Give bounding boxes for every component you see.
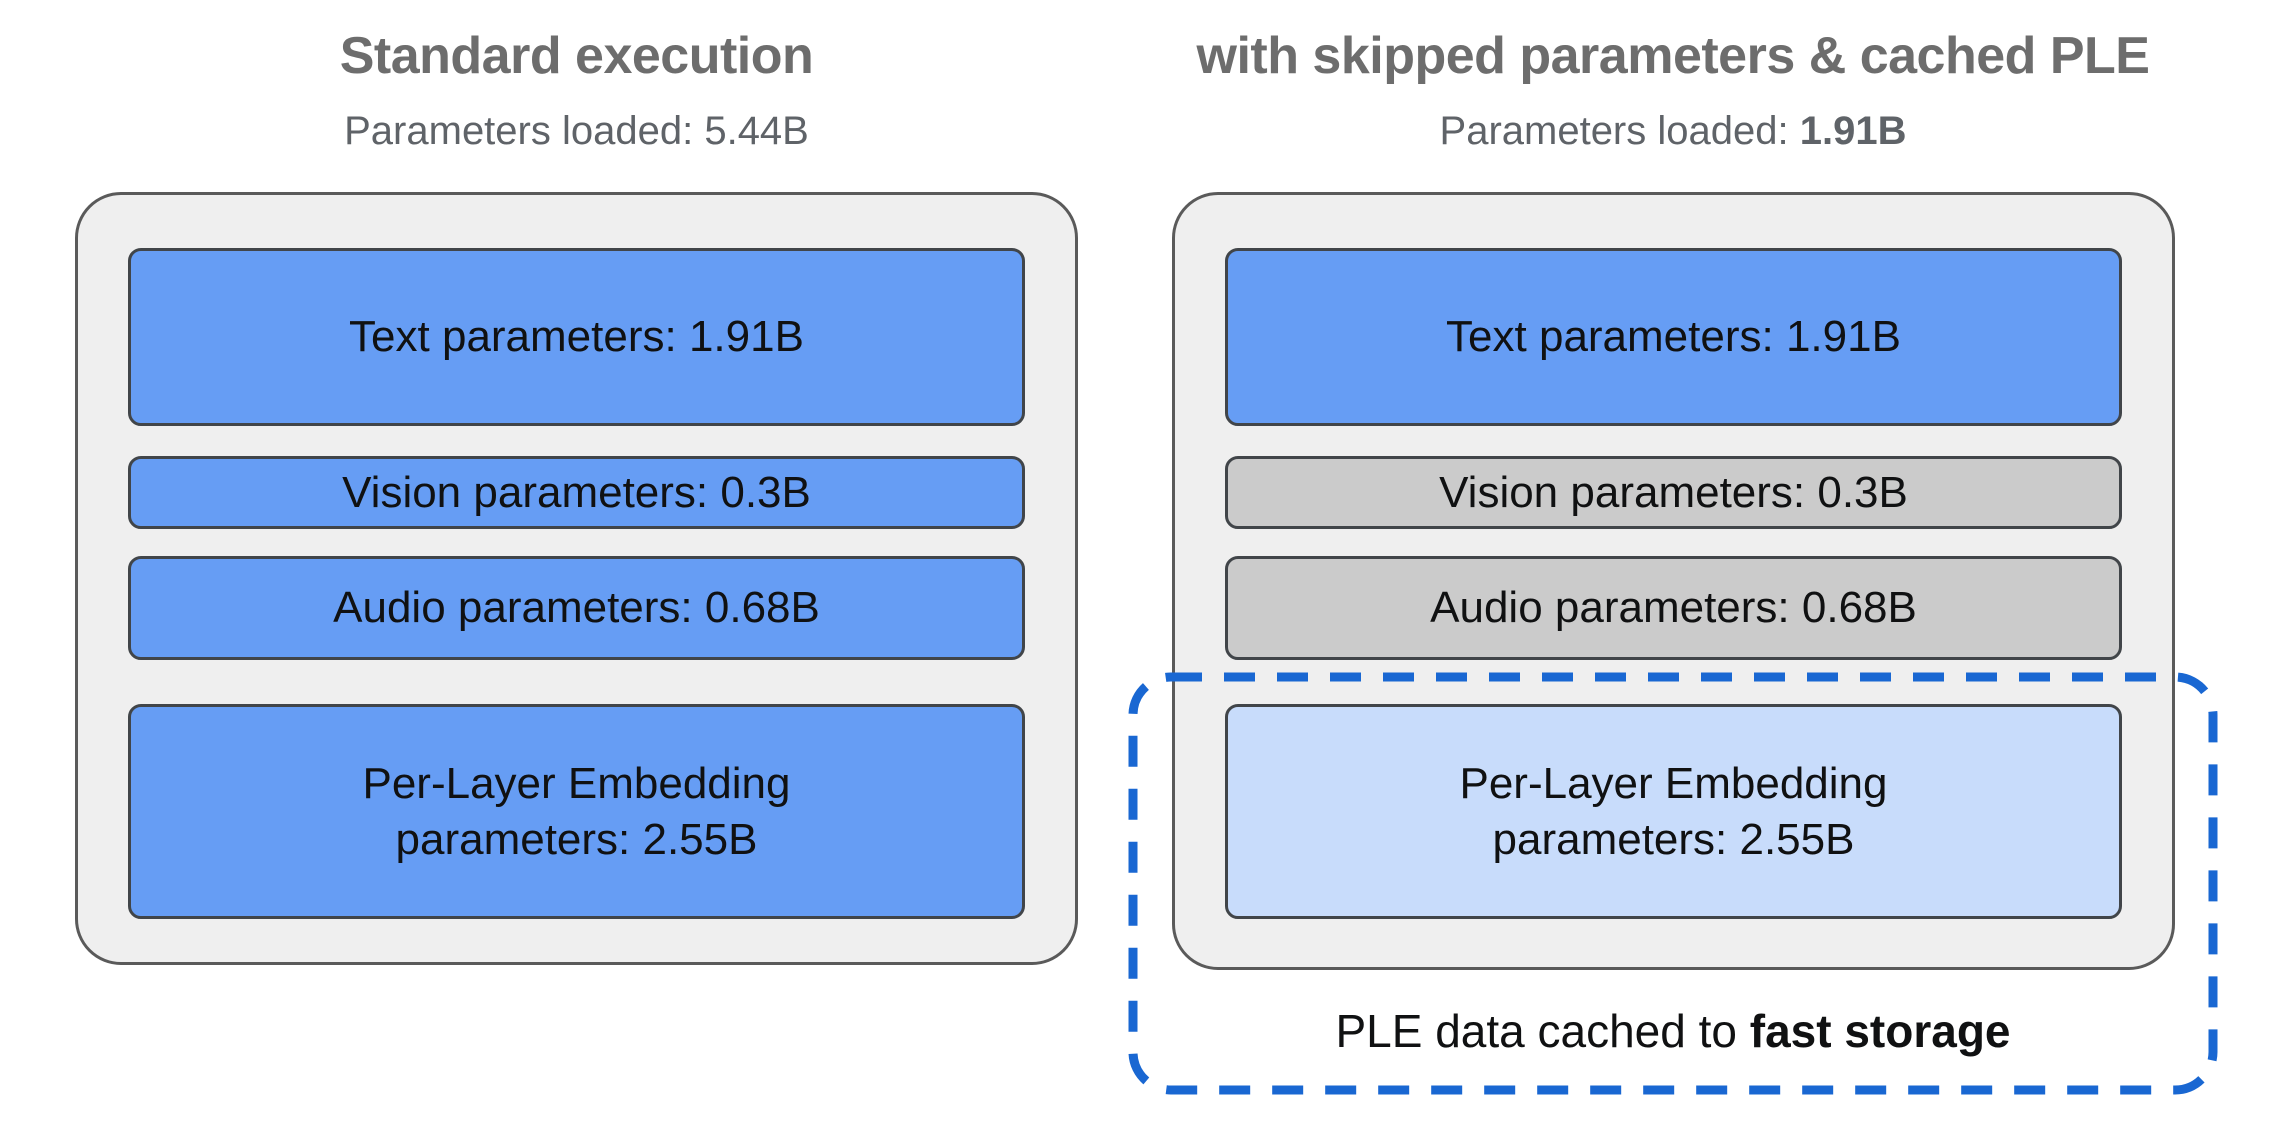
left-params-loaded-subtitle: Parameters loaded: 5.44B bbox=[75, 106, 1078, 156]
left-ple-label-line2: parameters: 2.55B bbox=[395, 814, 758, 864]
left-param-box-vision: Vision parameters: 0.3B bbox=[128, 456, 1025, 529]
left-param-box-audio-label: Audio parameters: 0.68B bbox=[333, 583, 820, 632]
right-subtitle-label: Parameters loaded: bbox=[1439, 109, 1800, 153]
left-param-box-text-label: Text parameters: 1.91B bbox=[349, 312, 804, 361]
ple-cache-note-prefix: PLE data cached to bbox=[1335, 1005, 1750, 1057]
right-param-box-vision-label: Vision parameters: 0.3B bbox=[1439, 467, 1908, 517]
ple-cache-note-bold: fast storage bbox=[1749, 1005, 2011, 1057]
right-ple-label-line1: Per-Layer Embedding bbox=[1459, 758, 1888, 808]
ple-cache-note: PLE data cached to fast storage bbox=[1133, 1002, 2213, 1060]
left-param-box-ple-label: Per-Layer Embedding parameters: 2.55B bbox=[362, 756, 790, 868]
left-subtitle-value: 5.44B bbox=[704, 109, 809, 153]
left-model-container: Text parameters: 1.91B Vision parameters… bbox=[75, 192, 1078, 965]
left-ple-label-line1: Per-Layer Embedding bbox=[362, 758, 791, 808]
right-ple-label-line2: parameters: 2.55B bbox=[1492, 814, 1855, 864]
right-param-box-text-label: Text parameters: 1.91B bbox=[1446, 312, 1901, 361]
right-subtitle-value: 1.91B bbox=[1799, 109, 1907, 153]
right-param-box-vision: Vision parameters: 0.3B bbox=[1225, 456, 2122, 529]
right-param-box-ple: Per-Layer Embedding parameters: 2.55B bbox=[1225, 704, 2122, 919]
right-param-box-audio: Audio parameters: 0.68B bbox=[1225, 556, 2122, 660]
right-param-box-ple-label: Per-Layer Embedding parameters: 2.55B bbox=[1459, 756, 1887, 868]
left-param-box-ple: Per-Layer Embedding parameters: 2.55B bbox=[128, 704, 1025, 919]
right-params-loaded-subtitle: Parameters loaded: 1.91B bbox=[1133, 106, 2213, 156]
right-model-container: Text parameters: 1.91B Vision parameters… bbox=[1172, 192, 2175, 970]
left-panel-title: Standard execution bbox=[339, 27, 814, 85]
right-panel-title: with skipped parameters & cached PLE bbox=[1196, 27, 2151, 85]
left-param-box-vision-label: Vision parameters: 0.3B bbox=[342, 467, 811, 517]
left-param-box-audio: Audio parameters: 0.68B bbox=[128, 556, 1025, 660]
right-param-box-audio-label: Audio parameters: 0.68B bbox=[1430, 583, 1917, 632]
left-subtitle-label: Parameters loaded: bbox=[344, 109, 705, 153]
left-param-box-text: Text parameters: 1.91B bbox=[128, 248, 1025, 426]
right-param-box-text: Text parameters: 1.91B bbox=[1225, 248, 2122, 426]
